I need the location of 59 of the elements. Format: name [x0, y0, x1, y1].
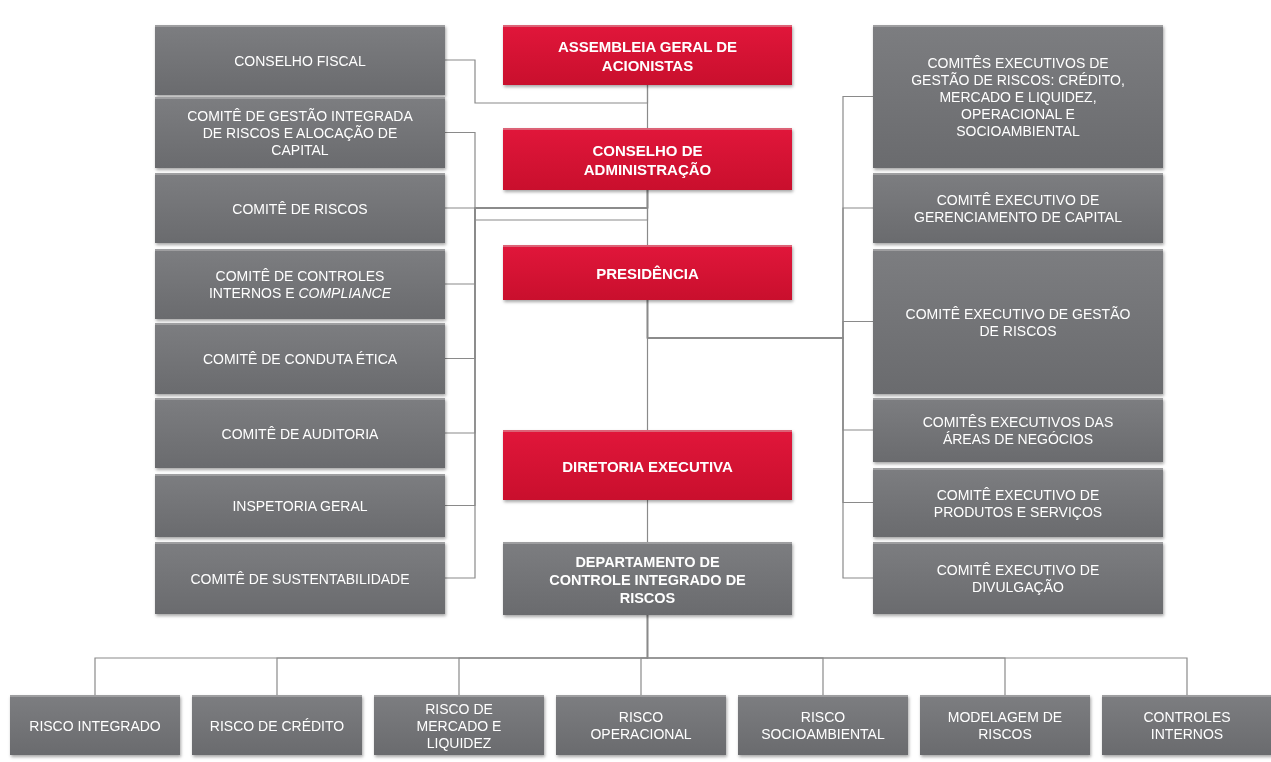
committee-box: [873, 542, 1163, 614]
box-label: CONSELHO FISCAL: [234, 52, 366, 70]
committee-box: [738, 695, 908, 755]
box-label: CONSELHO DE ADMINISTRAÇÃO: [582, 141, 713, 179]
committee-box: [873, 25, 1163, 168]
committee-box: [155, 173, 445, 243]
box-label: COMITÊ EXECUTIVO DE DIVULGAÇÃO: [935, 562, 1101, 596]
committee-box: [10, 695, 180, 755]
box-label: RISCO INTEGRADO: [29, 717, 161, 735]
connector-line: [646, 499, 649, 543]
box-label: INSPETORIA GERAL: [232, 498, 368, 515]
committee-box: [1102, 695, 1271, 755]
committee-box: [192, 695, 362, 755]
connector-line: [444, 131, 649, 221]
committee-box: [873, 249, 1163, 394]
governance-box: [503, 245, 792, 300]
box-label: COMITÊ DE RISCOS: [232, 200, 368, 218]
committee-box: [873, 398, 1163, 462]
box-label: COMITÊ DE AUDITORIA: [221, 425, 379, 443]
committee-box: [556, 695, 726, 755]
connector-line: [646, 299, 649, 431]
committee-box: [155, 25, 445, 95]
governance-box: [503, 430, 792, 500]
committee-box: [374, 695, 544, 755]
governance-box: [503, 25, 792, 85]
box-label: COMITÊ DE CONDUTA ÉTICA: [202, 351, 398, 368]
committee-box: [155, 542, 445, 614]
committee-box: [155, 97, 445, 168]
box-label: COMITÊ DE CONTROLES INTERNOS E COMPLIANCE: [207, 268, 392, 302]
committee-box: [155, 249, 445, 319]
connector-line: [646, 189, 649, 246]
box-label: RISCO DE CRÉDITO: [209, 717, 345, 735]
box-label: PRESIDÊNCIA: [596, 264, 699, 283]
box-label: MODELAGEM DE RISCOS: [946, 709, 1064, 743]
box-label: COMITÊS EXECUTIVOS DAS ÁREAS DE NEGÓCIOS: [921, 414, 1115, 448]
committee-box: [920, 695, 1090, 755]
committee-box: [155, 323, 445, 394]
box-label: RISCO DE MERCADO E LIQUIDEZ: [415, 700, 503, 752]
connector-line: [646, 84, 649, 129]
committee-box: [873, 173, 1163, 243]
box-label: DIRETORIA EXECUTIVA: [562, 456, 733, 476]
box-label: DEPARTAMENTO DE CONTROLE INTEGRADO DE RISCOS: [548, 552, 747, 607]
box-label: COMITÊ DE GESTÃO INTEGRADA DE RISCOS E ALOCAÇÃO DE CAPITAL: [186, 108, 414, 159]
committee-box: [873, 468, 1163, 537]
box-label: CONTROLES INTERNOS: [1142, 709, 1232, 743]
committee-box: [155, 474, 445, 537]
box-label: COMITÊ DE SUSTENTABILIDADE: [190, 570, 410, 588]
governance-box: [503, 128, 792, 190]
box-label: COMITÊ EXECUTIVO DE PRODUTOS E SERVIÇOS: [932, 486, 1104, 521]
committee-box: [155, 398, 445, 468]
box-label: COMITÊ EXECUTIVO DE GESTÃO DE RISCOS: [904, 305, 1132, 340]
box-label: COMITÊ EXECUTIVO DE GERENCIAMENTO DE CAPITAL: [913, 192, 1123, 226]
box-label: ASSEMBLEIA GERAL DE ACIONISTAS: [556, 37, 739, 75]
box-label: RISCO SOCIOAMBIENTAL: [760, 709, 886, 743]
connector-line: [646, 614, 1188, 696]
connector-line: [444, 59, 649, 104]
box-label: RISCO OPERACIONAL: [589, 709, 693, 743]
box-label: COMITÊS EXECUTIVOS DE GESTÃO DE RISCOS: CRÉDITO, MERCADO E LIQUIDEZ, OPERACIONAL E SOCIOAMBIENTAL: [910, 55, 1126, 140]
department-box: [503, 542, 792, 615]
